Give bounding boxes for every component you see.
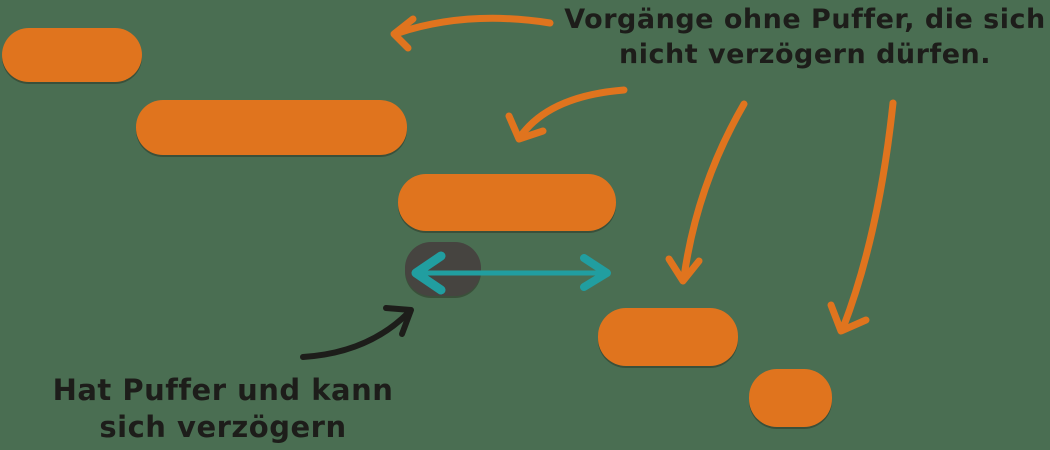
top-annotation-line1: Vorgänge ohne Puffer, die sich (564, 4, 1046, 35)
arrow-to-buffer-bar-shaft (300, 311, 410, 360)
arrow-to-task3-shaft (516, 86, 628, 141)
bottom-note-arrow (300, 305, 414, 360)
arrow-to-buffer-bar-head-icon (383, 305, 414, 337)
bottom-annotation: Hat Puffer und kann sich verzögern (38, 372, 408, 446)
float-range-arrow (411, 251, 611, 295)
arrow-to-task5-shaft (839, 99, 897, 332)
task-bar-3 (398, 174, 616, 231)
arrow-to-task4-head-icon (665, 255, 703, 285)
top-note-arrows (390, 14, 897, 335)
arrow-to-task3-head-icon (505, 112, 547, 143)
bottom-annotation-line2: sich verzögern (99, 410, 347, 444)
arrow-to-task5-head-icon (827, 301, 870, 335)
top-annotation: Vorgänge ohne Puffer, die sich nicht ver… (555, 2, 1050, 72)
arrow-to-task4-shaft (680, 100, 748, 281)
float-range-arrow-right-head-icon (580, 254, 611, 291)
task-bar-1 (2, 28, 142, 82)
float-range-arrow-left-head-icon (411, 251, 446, 295)
task-bar-5 (749, 369, 832, 427)
arrow-to-task1-shaft (394, 14, 554, 37)
task-bar-4 (598, 308, 738, 366)
top-annotation-line2: nicht verzögern dürfen. (619, 39, 991, 70)
bottom-annotation-line1: Hat Puffer und kann (52, 373, 394, 407)
arrow-to-task1-head-icon (390, 15, 417, 52)
task-bar-2 (136, 100, 407, 155)
